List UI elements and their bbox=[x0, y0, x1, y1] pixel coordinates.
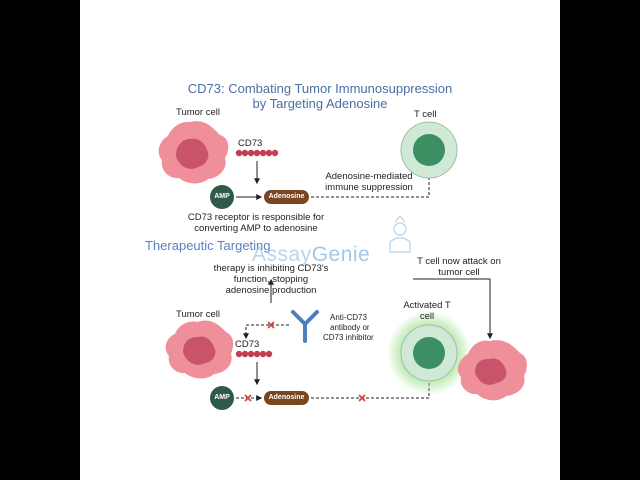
activated-t-cell-line-2: cell bbox=[419, 311, 435, 322]
t-cell-label-top: T cell bbox=[414, 109, 437, 120]
inhibit-x-icon-amp bbox=[244, 394, 252, 402]
inhibit-x-icon-antibody bbox=[267, 321, 275, 329]
tumor-cell-label-bottom: Tumor cell bbox=[176, 309, 220, 320]
suppression-label-line-1: Adenosine-mediated bbox=[325, 171, 413, 182]
adenosine-label-top: Adenosine bbox=[268, 193, 305, 200]
therapy-line-3: adenosine production bbox=[225, 285, 317, 296]
amp-circle-bottom bbox=[210, 386, 234, 410]
amp-label-top: AMP bbox=[214, 193, 230, 200]
adenosine-pill-top bbox=[264, 190, 309, 204]
genie-logo-icon bbox=[389, 214, 411, 253]
diagram-graphics bbox=[158, 121, 527, 410]
therapy-line-1: therapy is inhibiting CD73's bbox=[213, 263, 329, 274]
watermark-part-1: Assay bbox=[252, 243, 312, 266]
suppression-label-line-2: immune suppression bbox=[325, 182, 413, 193]
amp-label-bottom: AMP bbox=[214, 394, 230, 401]
antibody-icon bbox=[291, 310, 319, 343]
attack-arrow bbox=[413, 278, 493, 340]
activated-t-cell bbox=[387, 311, 471, 395]
title-line-1: CD73: Combating Tumor Immunosuppression bbox=[187, 81, 453, 96]
watermark-part-2: Genie bbox=[311, 243, 371, 266]
antibody-label-line-3: CD73 inhibitor bbox=[323, 333, 374, 342]
antibody-label-line-1: Anti-CD73 bbox=[330, 313, 367, 322]
adenosine-pill-bottom bbox=[264, 391, 309, 405]
cd73-label-bottom: CD73 bbox=[235, 339, 260, 350]
tumor-cell-label-top: Tumor cell bbox=[176, 107, 220, 118]
therapy-line-2: function, stopping bbox=[233, 274, 309, 285]
adenosine-label-bottom: Adenosine bbox=[268, 394, 305, 401]
assaygenie-watermark: AssayGenie bbox=[252, 243, 370, 267]
diagram-canvas: CD73: Combating Tumor Immunosuppression … bbox=[80, 0, 560, 480]
t-cell-top bbox=[400, 121, 458, 179]
t-cell-attack-line-1: T cell now attack on bbox=[417, 256, 501, 267]
antibody-label-line-2: antibody or bbox=[330, 323, 370, 332]
cd73-label-top: CD73 bbox=[238, 138, 263, 149]
antibody-dashed-line bbox=[243, 324, 289, 340]
activated-t-cell-line-1: Activated T bbox=[403, 300, 451, 311]
amp-circle-top bbox=[210, 185, 234, 209]
tumor-cell-top bbox=[158, 121, 229, 184]
cd73-receptor-bottom bbox=[235, 350, 273, 358]
cd73-caption-line-1: CD73 receptor is responsible for bbox=[187, 212, 325, 223]
t-cell-attack-line-2: tumor cell bbox=[438, 267, 480, 278]
suppression-dashed-line bbox=[311, 177, 430, 198]
target-tumor-cell bbox=[457, 340, 527, 401]
cd73-caption-line-2: converting AMP to adenosine bbox=[194, 223, 318, 234]
therapeutic-targeting-heading: Therapeutic Targeting bbox=[145, 238, 271, 253]
tumor-cell-bottom bbox=[165, 320, 234, 379]
inhibit-x-icon-adenosine bbox=[358, 394, 366, 402]
cd73-receptor-top bbox=[235, 149, 279, 157]
title-line-2: by Targeting Adenosine bbox=[252, 96, 388, 111]
